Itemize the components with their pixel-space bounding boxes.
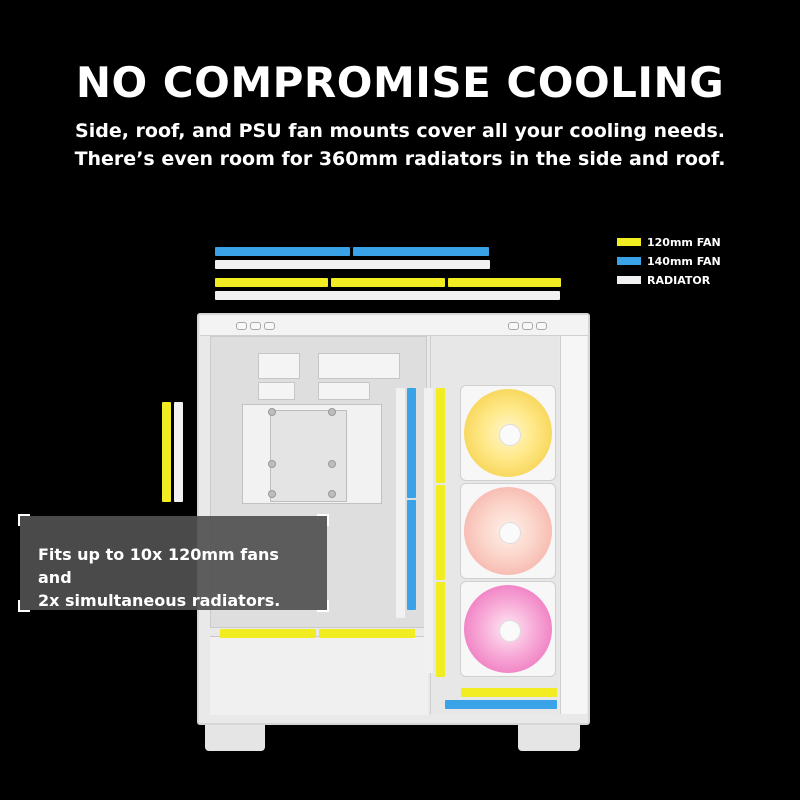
callout-corner [18,600,30,612]
rgb-fan-icon [460,483,556,579]
legend-swatch [617,238,641,246]
front-glass-edge [560,336,587,714]
usb-port-icon [250,322,261,330]
case-top-panel [200,315,588,336]
cpu-cutout [270,410,347,502]
cable-cutout [318,353,400,379]
callout-corner [18,514,30,526]
usb-port-icon [536,322,547,330]
screw-icon [328,460,336,468]
case-foot [205,725,265,751]
legend-swatch [617,276,641,284]
callout-box [18,514,329,612]
fan-hub [499,620,521,642]
psu-120mm-fan-bar [220,629,316,638]
rgb-fan-icon [460,581,556,677]
callout-line-1: Fits up to 10x 120mm fans and [38,545,279,587]
side-120mm-fan-bar [436,485,445,580]
callout-corner [317,514,329,526]
psu-120mm-fan-bar [319,629,415,638]
roof-120mm-fan-bar [448,278,561,287]
screw-icon [328,408,336,416]
side-radiator-bar [396,388,405,618]
roof-radiator-bar [215,260,490,269]
legend-item-140mm-fan: 140mm FAN [617,254,721,268]
side-140mm-fan-bar [407,388,416,498]
side-140mm-fan-bar [407,500,416,610]
callout-line-2: 2x simultaneous radiators. [38,591,281,610]
screw-icon [268,490,276,498]
screw-icon [268,460,276,468]
usb-port-icon [522,322,533,330]
usb-port-icon [264,322,275,330]
cable-cutout [318,382,370,400]
screw-icon [328,490,336,498]
subheadline-line-2: There’s even room for 360mm radiators in… [74,148,726,170]
rgb-fan-icon [460,385,556,481]
legend-label: 120mm FAN [647,235,721,249]
bottom-140mm-fan-bar [445,700,557,709]
roof-120mm-fan-bar [215,278,328,287]
side-120mm-fan-bar [436,388,445,483]
case-foot [518,725,580,751]
roof-radiator-bar [215,291,560,300]
callout-corner [317,600,329,612]
cable-cutout [258,382,295,400]
fan-hub [499,424,521,446]
legend-item-120mm-fan: 120mm FAN [617,235,721,249]
side-radiator-bar [424,388,433,673]
psu-shroud [210,636,428,715]
bottom-120mm-fan-bar [461,688,557,697]
legend-item-radiator: RADIATOR [617,273,710,287]
screw-icon [268,408,276,416]
legend-label: 140mm FAN [647,254,721,268]
callout-text: Fits up to 10x 120mm fans and 2x simulta… [38,543,318,612]
roof-120mm-fan-bar [331,278,445,287]
side-120mm-fan-bar [436,582,445,677]
rear-120mm-fan-bar [162,402,171,502]
usb-port-icon [236,322,247,330]
roof-140mm-fan-bar [353,247,489,256]
subheadline-line-1: Side, roof, and PSU fan mounts cover all… [75,120,725,142]
cable-cutout [258,353,300,379]
legend-label: RADIATOR [647,273,711,287]
legend-swatch [617,257,641,265]
fan-hub [499,522,521,544]
rear-radiator-bar [174,402,183,502]
headline: NO COMPROMISE COOLING [75,58,725,107]
usb-port-icon [508,322,519,330]
roof-140mm-fan-bar [215,247,350,256]
